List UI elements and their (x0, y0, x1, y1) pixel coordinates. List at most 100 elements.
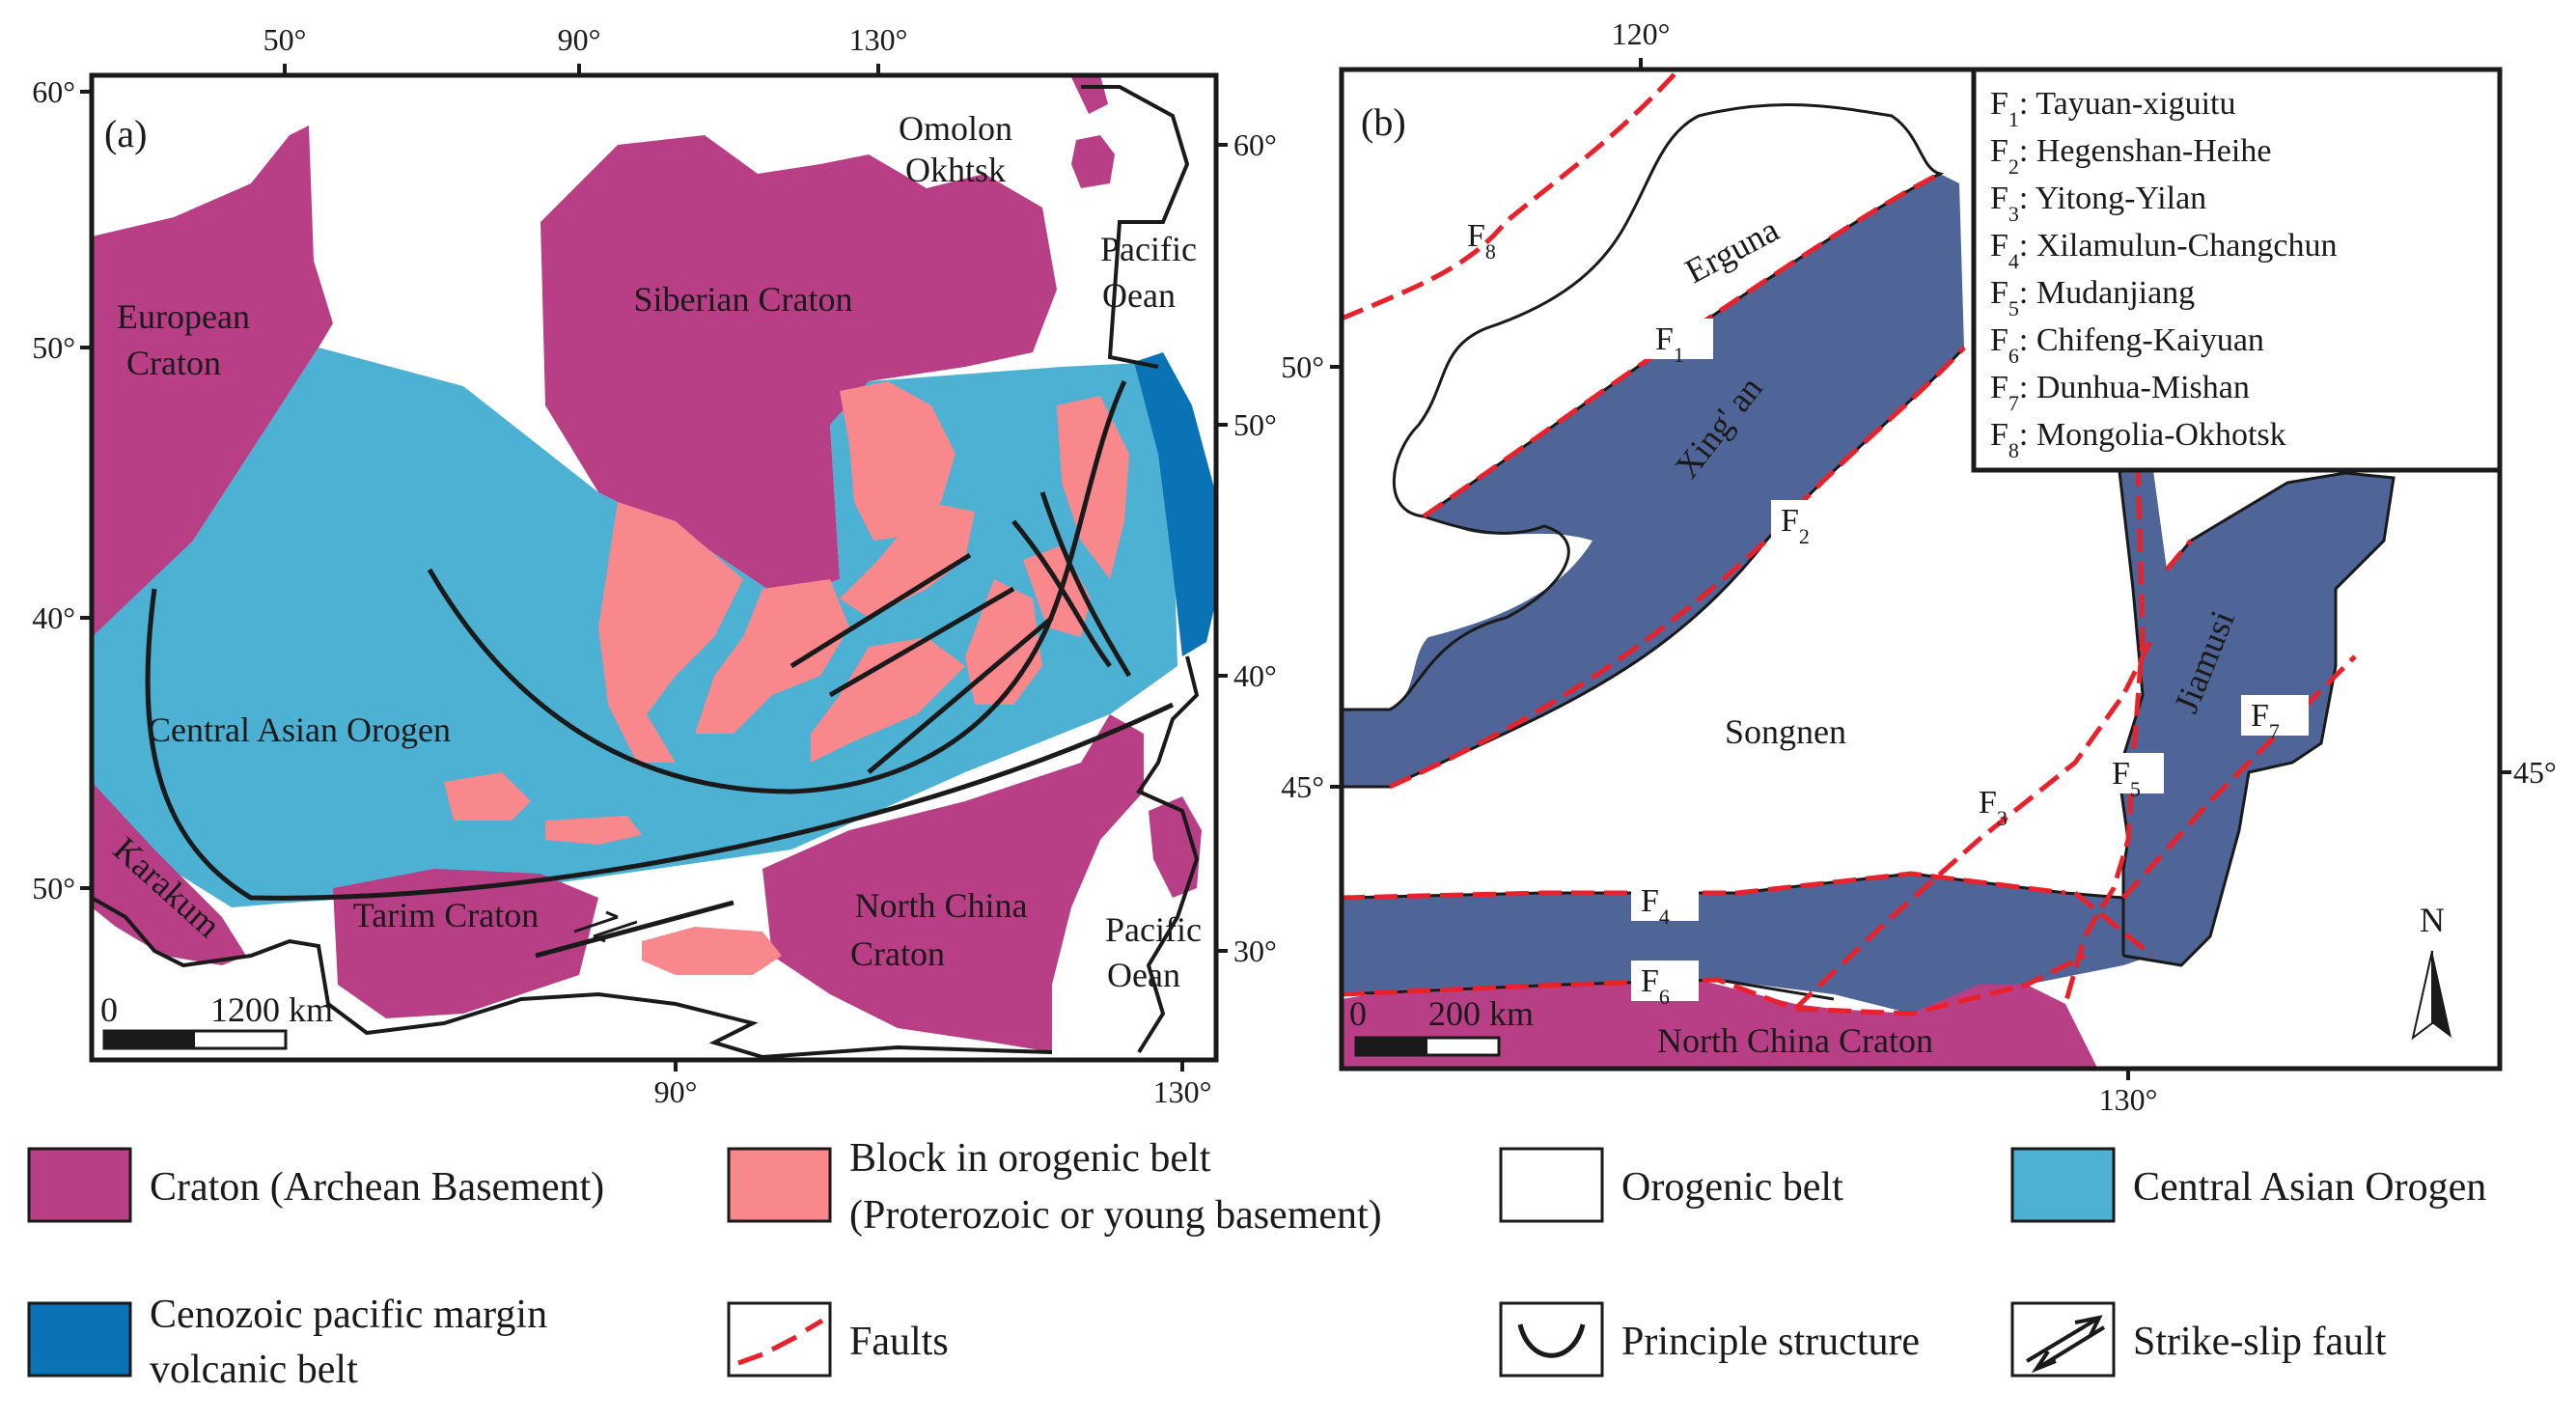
coast-outline-a (92, 896, 1053, 1060)
panel-a-right-tick-label: 60° (1233, 127, 1277, 162)
legend-label-craton: Craton (Archean Basement) (150, 1165, 604, 1210)
siberian-craton-region (540, 135, 1057, 599)
panel-a-frame (89, 72, 1219, 1063)
panel-b: F1: Tayuan-xiguitu F2: Hegenshan-Heihe F… (1281, 16, 2557, 1117)
panel-b-ticks (1330, 58, 2511, 1080)
label-pacific-bottom-1: Pacific (1105, 910, 1202, 949)
legend-swatch-cenozoic (27, 1301, 132, 1378)
block-central-5 (1057, 396, 1129, 579)
panel-a-bottom-tick-label: 130° (1153, 1074, 1212, 1109)
principle-structures (145, 379, 1175, 959)
fault-list-item: F3: Yitong-Yilan (1990, 181, 2206, 226)
label-okhtsk: Okhtsk (905, 151, 1006, 189)
fault-list-item: F6: Chifeng-Kaiyuan (1990, 322, 2264, 368)
panel-a-right-tick-label: 40° (1233, 658, 1277, 693)
xingan-jiamusi-region (1342, 174, 1964, 787)
scale-bar-a: 0 1200 km (100, 990, 333, 1050)
scale-a-zero: 0 (100, 990, 118, 1029)
block-central-3 (840, 502, 975, 618)
fault-list-item: F4: Xilamulun-Changchun (1990, 228, 2337, 273)
fault-f3-line (1793, 635, 2155, 1011)
label-pacific-top-1: Pacific (1100, 230, 1197, 268)
label-european-2: Craton (126, 344, 221, 382)
southern-belt-region (1342, 874, 2152, 1014)
legend-label-strike-slip: Strike-slip fault (2133, 1320, 2387, 1364)
block-central-2 (695, 579, 849, 734)
panel-a-left-tick-label: 50° (32, 330, 75, 365)
label-tarim: Tarim Craton (353, 896, 539, 934)
fault-list-item: F5: Mudanjiang (1990, 275, 2195, 320)
panel-a: 50° 90° 130° 90° 130° 60° 50° 40° 50° 60… (32, 22, 1277, 1109)
fault-tag-f6: F6 (1641, 963, 1670, 1009)
label-north-china-1: North China (855, 886, 1028, 925)
fault-f2-line (1388, 346, 1966, 790)
legend-label-cenozoic-2: volcanic belt (150, 1348, 358, 1392)
block-central-7 (811, 637, 965, 763)
panel-b-letter: (b) (1361, 100, 1406, 144)
legend: Craton (Archean Basement) Block in oroge… (27, 1136, 2486, 1392)
fault-jiamusi-line (2165, 539, 2193, 571)
label-european-1: European (117, 297, 250, 336)
legend-swatch-craton (27, 1147, 132, 1223)
legend-swatch-principle (1499, 1301, 1604, 1378)
legend-swatch-strike-slip (2010, 1301, 2116, 1378)
fault-list-item: F7: Dunhua-Mishan (1990, 370, 2250, 415)
legend-label-cenozoic-1: Cenozoic pacific margin (150, 1293, 547, 1337)
panel-a-top-tick-label: 50° (263, 22, 307, 57)
legend-label-principle: Principle structure (1621, 1320, 1920, 1364)
panel-a-left-tick-label: 50° (32, 871, 75, 905)
legend-swatch-central-asian (2010, 1147, 2116, 1223)
scale-b-distance: 200 km (1428, 994, 1534, 1033)
japan-arc-region (1149, 796, 1202, 898)
panel-b-frame (1339, 67, 2503, 1072)
legend-label-central-asian: Central Asian Orogen (2133, 1165, 2486, 1210)
block-khanka (840, 381, 956, 541)
fault-tag-f3: F3 (1979, 785, 2008, 830)
scale-b-zero: 0 (1349, 994, 1367, 1033)
faults-b (1342, 70, 2357, 1016)
label-pacific-top-2: Oean (1102, 276, 1176, 315)
scale-a-distance: 1200 km (210, 990, 333, 1029)
label-central-asian: Central Asian Orogen (148, 710, 451, 749)
fault-list-item: F8: Mongolia-Okhotsk (1990, 417, 2286, 462)
north-arrow-label: N (2420, 901, 2445, 939)
label-songnen: Songnen (1725, 712, 1846, 751)
fault-f7-line (2073, 654, 2357, 958)
fault-tag-f1: F1 (1655, 321, 1684, 367)
legend-swatch-orogenic (1499, 1147, 1604, 1223)
panel-b-top-tick-label: 120° (1612, 16, 1671, 51)
fault-tag-f7: F7 (2251, 698, 2280, 743)
block-small-1 (444, 772, 531, 821)
strike-slip-marker-a (573, 910, 638, 943)
panel-a-bottom-tick-label: 90° (654, 1074, 698, 1109)
fault-f8-line (1342, 70, 1682, 321)
fault-tag-f4: F4 (1641, 883, 1670, 929)
legend-swatch-block (727, 1147, 832, 1223)
label-siberian: Siberian Craton (634, 280, 853, 319)
pacific-coast-b (1136, 655, 1200, 1054)
fault-list-item: F1: Tayuan-xiguitu (1990, 86, 2236, 131)
legend-label-block-2: (Proterozoic or young basement) (849, 1193, 1382, 1238)
legend-swatch-faults (727, 1301, 832, 1378)
fault-list-box: F1: Tayuan-xiguitu F2: Hegenshan-Heihe F… (1971, 67, 2503, 473)
scale-bar-b: 0 200 km (1349, 994, 1534, 1057)
fault-f4-line (1342, 871, 2066, 901)
panel-b-left-tick-label: 45° (1281, 769, 1324, 804)
fault-f6-line (1342, 953, 2087, 1016)
panel-a-letter: (a) (104, 112, 147, 155)
label-pacific-bottom-2: Oean (1107, 956, 1180, 994)
karakum-region (92, 782, 246, 965)
fault-tag-f2: F2 (1781, 503, 1810, 548)
tarim-craton-region (333, 869, 598, 1018)
legend-label-faults: Faults (849, 1320, 949, 1364)
european-craton-region (92, 125, 333, 637)
pacific-coast-a (1081, 85, 1190, 369)
fault-f5-line (2063, 462, 2146, 1005)
legend-label-orogenic: Orogenic belt (1621, 1165, 1843, 1210)
label-north-china-b: North China Craton (1657, 1021, 1933, 1060)
panel-a-top-tick-label: 130° (849, 22, 908, 57)
panel-b-left-tick-label: 50° (1281, 349, 1324, 384)
panel-a-left-tick-label: 60° (32, 74, 75, 109)
panel-a-right-tick-label: 30° (1233, 933, 1277, 968)
